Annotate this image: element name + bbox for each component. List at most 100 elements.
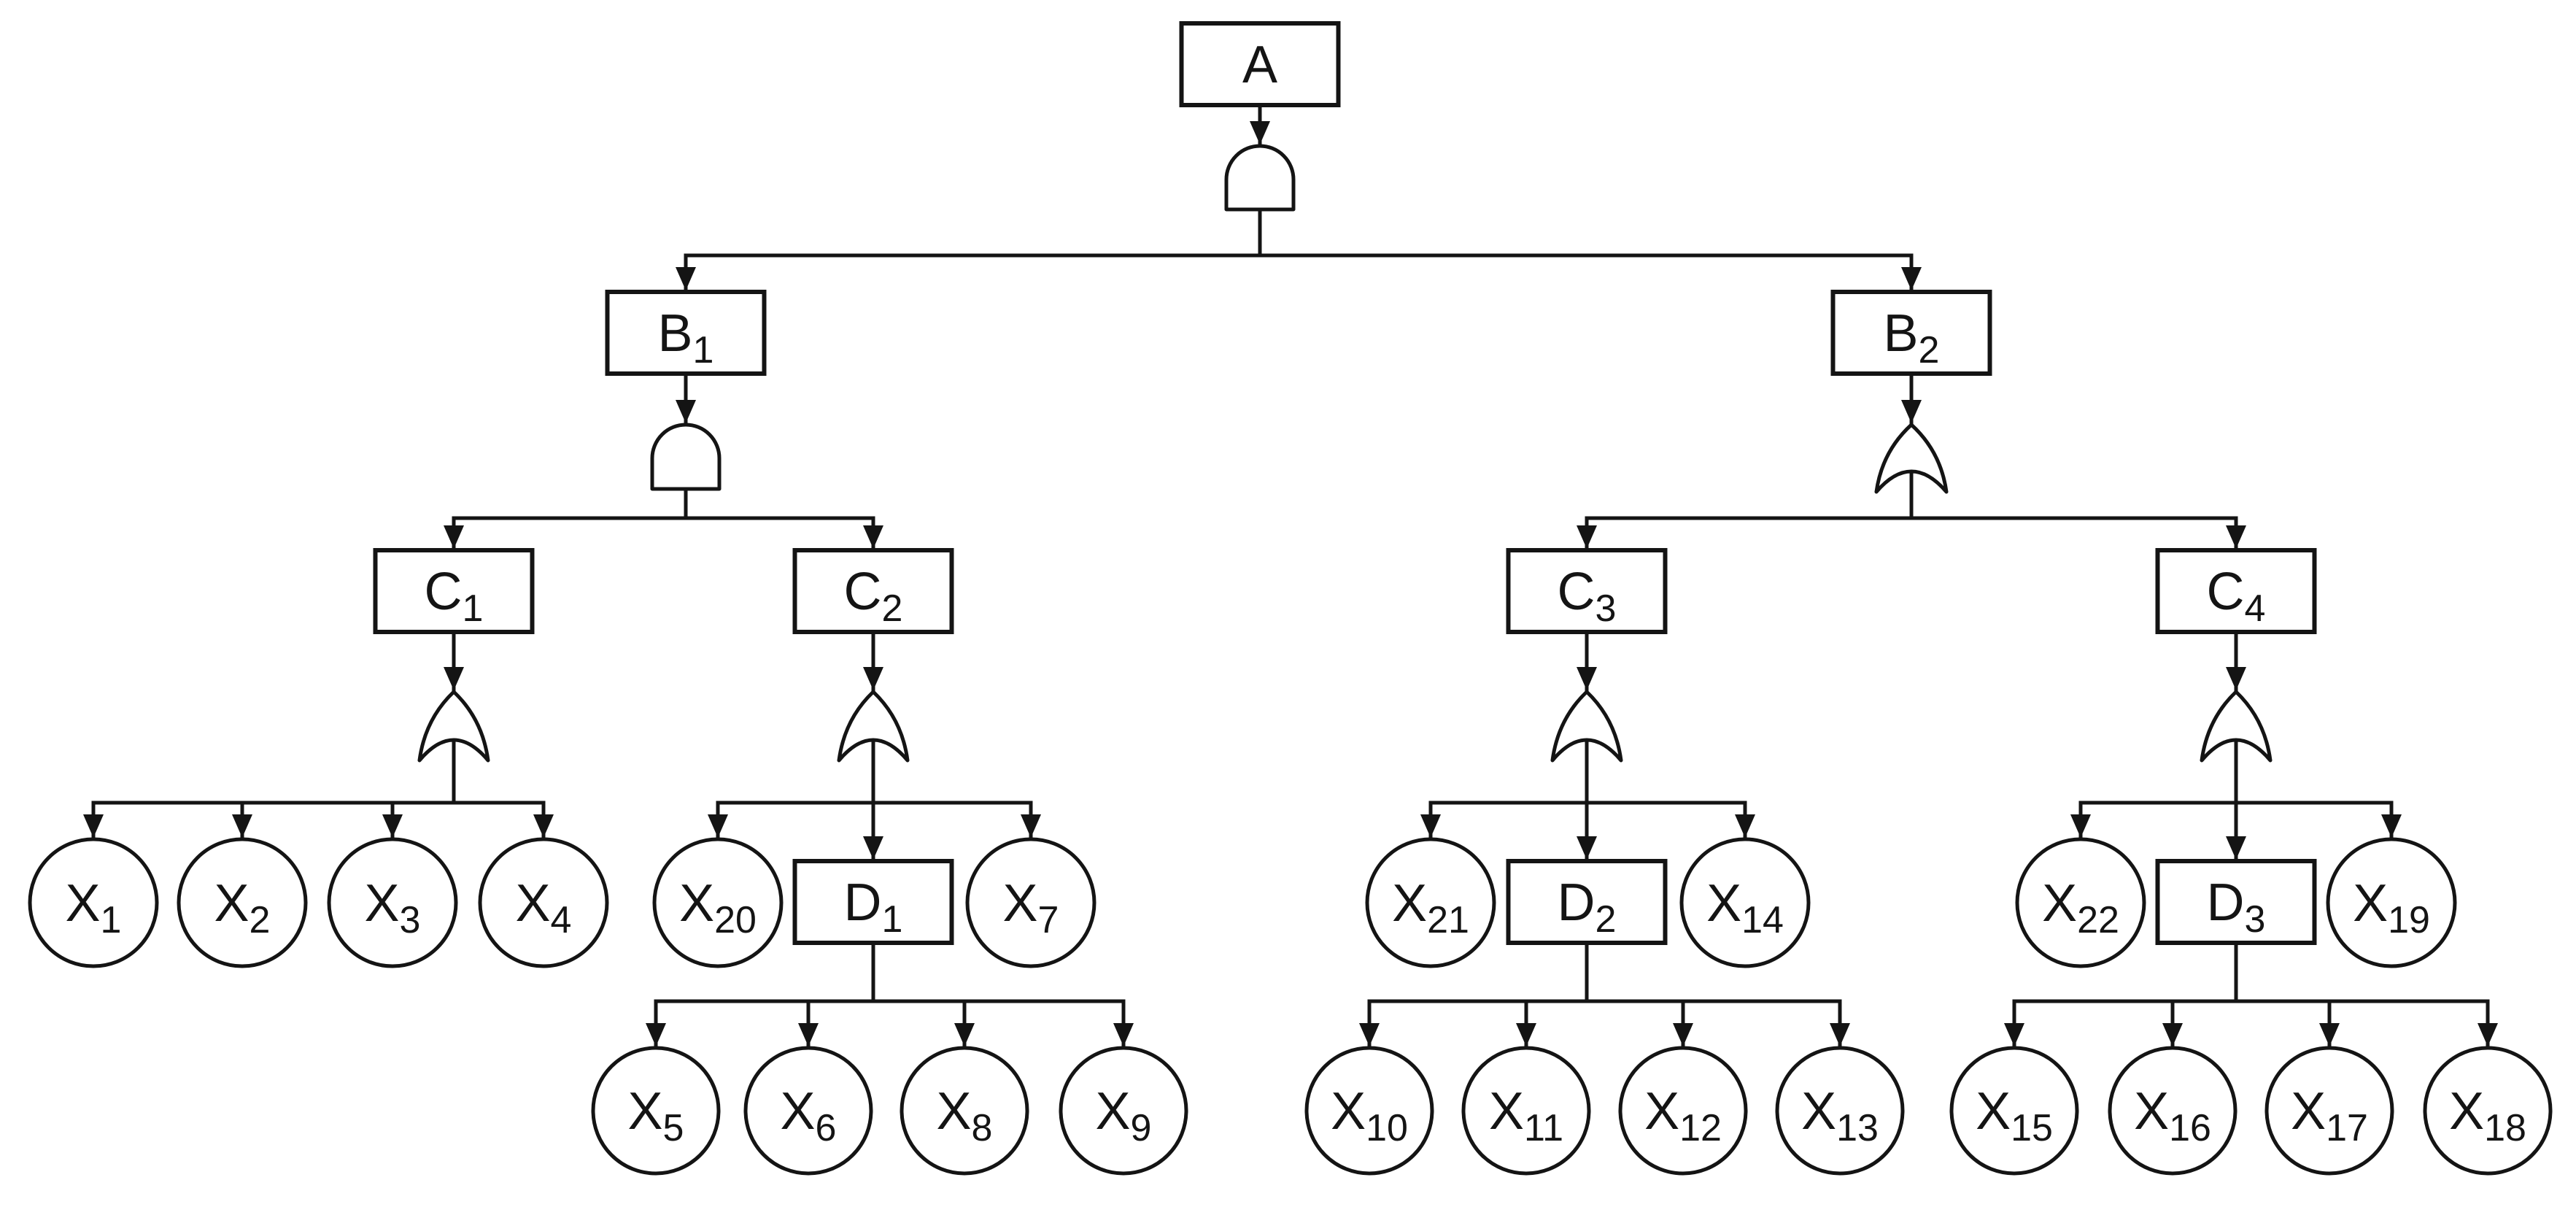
event-box-C1	[373, 548, 535, 634]
basic-event-circle-X6	[743, 1046, 873, 1176]
label-X7: X7	[1003, 874, 1059, 941]
arrowhead	[444, 525, 464, 549]
label-C4: C4	[2207, 563, 2266, 630]
basic-event-circle-X3	[327, 837, 458, 968]
arrowhead	[83, 814, 104, 838]
event-box-B1	[605, 290, 767, 376]
event-box-C4	[2155, 548, 2317, 634]
event-box-B2	[1830, 290, 1992, 376]
label-D2: D2	[1558, 874, 1617, 941]
arrowhead	[1673, 1023, 1693, 1046]
basic-event-circle-X2	[177, 837, 308, 968]
basic-event-circle-X18	[2423, 1046, 2553, 1176]
label-X19: X19	[2353, 874, 2430, 941]
arrowhead	[444, 667, 464, 690]
or-gate-under-C3	[1550, 690, 1623, 763]
arrowhead	[863, 836, 883, 860]
basic-event-circle-X8	[900, 1046, 1029, 1176]
label-C1: C1	[425, 563, 484, 630]
arrowhead	[676, 267, 696, 290]
label-X22: X22	[2042, 874, 2119, 941]
label-B2: B2	[1884, 304, 1940, 371]
basic-event-circle-X9	[1059, 1046, 1188, 1176]
arrowhead	[2478, 1023, 2498, 1046]
basic-event-circle-X21	[1365, 837, 1496, 968]
arrowhead	[1577, 667, 1597, 690]
arrowhead	[2319, 1023, 2340, 1046]
label-X10: X10	[1331, 1082, 1408, 1149]
arrowhead	[1735, 814, 1755, 838]
arrowhead	[954, 1023, 975, 1046]
arrowhead	[1516, 1023, 1536, 1046]
label-C3: C3	[1558, 563, 1617, 630]
basic-event-circle-X20	[652, 837, 784, 968]
arrowhead	[1830, 1023, 1850, 1046]
basic-event-circle-X14	[1679, 837, 1811, 968]
event-box-D3	[2155, 859, 2317, 945]
basic-event-circle-X5	[591, 1046, 721, 1176]
arrowhead	[2162, 1023, 2183, 1046]
label-X11: X11	[1489, 1082, 1563, 1149]
label-D1: D1	[844, 874, 903, 941]
label-X3: X3	[365, 874, 421, 941]
label-C2: C2	[844, 563, 903, 630]
label-X13: X13	[1801, 1082, 1879, 1149]
basic-event-circle-X19	[2326, 837, 2457, 968]
and-gate-under-B1	[650, 423, 722, 491]
arrowhead	[1420, 814, 1441, 838]
arrowhead	[863, 525, 883, 549]
basic-event-circle-X4	[478, 837, 609, 968]
arrowhead	[863, 667, 883, 690]
basic-event-circle-X10	[1304, 1046, 1434, 1176]
arrowhead	[2226, 667, 2246, 690]
or-gate-under-C4	[2200, 690, 2273, 763]
label-X6: X6	[781, 1082, 837, 1149]
or-gate-under-B2	[1874, 423, 1949, 494]
arrowhead	[2226, 525, 2246, 549]
arrowhead	[2070, 814, 2091, 838]
label-X8: X8	[937, 1082, 993, 1149]
basic-event-circle-X22	[2015, 837, 2146, 968]
label-X21: X21	[1392, 874, 1469, 941]
arrowhead	[2226, 836, 2246, 860]
event-box-C3	[1506, 548, 1668, 634]
arrowhead	[2381, 814, 2402, 838]
arrowhead	[1113, 1023, 1134, 1046]
basic-event-circle-X11	[1461, 1046, 1591, 1176]
basic-event-circle-X16	[2108, 1046, 2237, 1176]
label-X15: X15	[1976, 1082, 2053, 1149]
label-D3: D3	[2207, 874, 2266, 941]
label-X14: X14	[1706, 874, 1784, 941]
label-X2: X2	[214, 874, 271, 941]
label-X12: X12	[1644, 1082, 1722, 1149]
event-box-A	[1179, 21, 1341, 107]
arrowhead	[1250, 121, 1270, 144]
basic-event-circle-X12	[1618, 1046, 1748, 1176]
label-X20: X20	[679, 874, 757, 941]
label-X1: X1	[66, 874, 122, 941]
label-X9: X9	[1096, 1082, 1152, 1149]
arrowhead	[232, 814, 252, 838]
arrowhead	[1577, 836, 1597, 860]
label-X16: X16	[2134, 1082, 2211, 1149]
arrowhead	[1359, 1023, 1380, 1046]
arrowhead	[798, 1023, 819, 1046]
arrowhead	[646, 1023, 666, 1046]
arrowhead	[1021, 814, 1041, 838]
label-X5: X5	[628, 1082, 684, 1149]
arrowhead	[533, 814, 554, 838]
label-A: A	[1242, 36, 1277, 94]
arrowhead	[1901, 400, 1922, 423]
arrowhead	[2004, 1023, 2024, 1046]
basic-event-circle-X1	[28, 837, 159, 968]
arrowhead	[1901, 267, 1922, 290]
or-gate-under-C1	[417, 690, 490, 763]
arrowhead	[1577, 525, 1597, 549]
label-X18: X18	[2449, 1082, 2526, 1149]
and-gate-under-A	[1224, 144, 1296, 212]
basic-event-circle-X15	[1949, 1046, 2079, 1176]
arrowhead	[708, 814, 728, 838]
arrowhead	[676, 400, 696, 423]
